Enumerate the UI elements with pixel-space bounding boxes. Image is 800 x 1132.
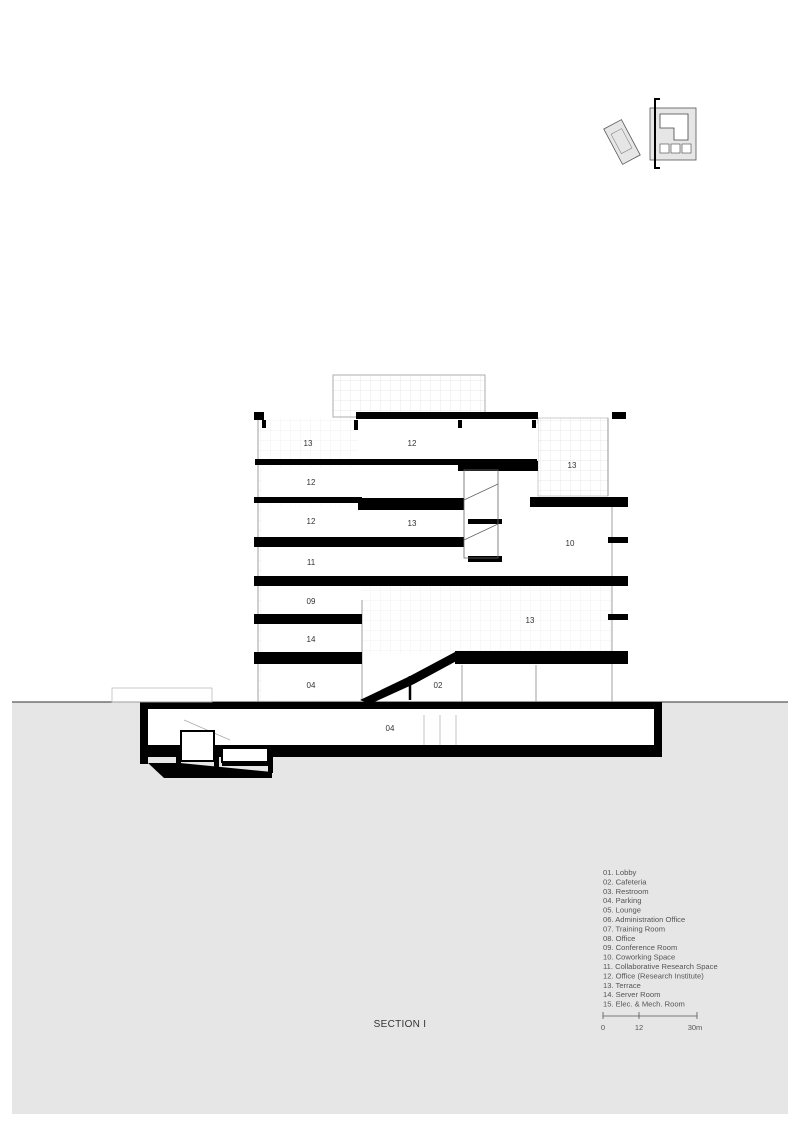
legend-item: 07. Training Room (603, 924, 665, 933)
legend-item: 15. Elec. & Mech. Room (603, 1000, 685, 1009)
room-label-13-big: 13 (526, 616, 535, 625)
scale-tick-0: 0 (601, 1023, 605, 1032)
legend-item: 04. Parking (603, 896, 641, 905)
room-label-13-right: 13 (568, 461, 577, 470)
room-label-13-top: 13 (304, 439, 313, 448)
legend-item: 14. Server Room (603, 990, 660, 999)
entry-canopy (111, 687, 213, 703)
room-label-11: 11 (307, 558, 316, 567)
legend-item: 13. Terrace (603, 981, 641, 990)
room-label-12-b: 12 (307, 517, 316, 526)
legend-item: 12. Office (Research Institute) (603, 971, 704, 980)
legend-item: 06. Administration Office (603, 915, 685, 924)
room-label-14: 14 (307, 635, 316, 644)
scale-bar (602, 1012, 698, 1019)
legend-item: 03. Restroom (603, 887, 649, 896)
legend-item: 08. Office (603, 934, 635, 943)
atrium-glazing (362, 586, 612, 654)
legend-item: 10. Coworking Space (603, 953, 675, 962)
scale-tick-12: 12 (635, 1023, 643, 1032)
legend-item: 09. Conference Room (603, 943, 677, 952)
legend-item: 01. Lobby (603, 868, 637, 877)
room-label-12-a: 12 (307, 478, 316, 487)
ground-mass (12, 702, 788, 1114)
room-label-04-ground: 04 (307, 681, 316, 690)
room-label-09: 09 (307, 597, 316, 606)
legend-item: 05. Lounge (603, 906, 641, 915)
penthouse (332, 374, 486, 418)
room-label-02: 02 (434, 681, 443, 690)
scale-tick-30m: 30m (688, 1023, 703, 1032)
legend: 01. Lobby 02. Cafeteria 03. Restroom 04.… (603, 868, 718, 1009)
legend-item: 11. Collaborative Research Space (603, 962, 718, 971)
section-title: SECTION I (374, 1019, 427, 1030)
room-interiors (262, 424, 612, 700)
terrace-right (537, 417, 609, 497)
room-label-10: 10 (566, 539, 575, 548)
room-label-04-basement: 04 (386, 724, 395, 733)
basement-interior (148, 709, 654, 745)
room-label-12-top: 12 (408, 439, 417, 448)
stair-core (463, 469, 499, 559)
room-label-13-mid: 13 (408, 519, 417, 528)
legend-item: 02. Cafeteria (603, 877, 647, 886)
key-plan (603, 98, 697, 169)
